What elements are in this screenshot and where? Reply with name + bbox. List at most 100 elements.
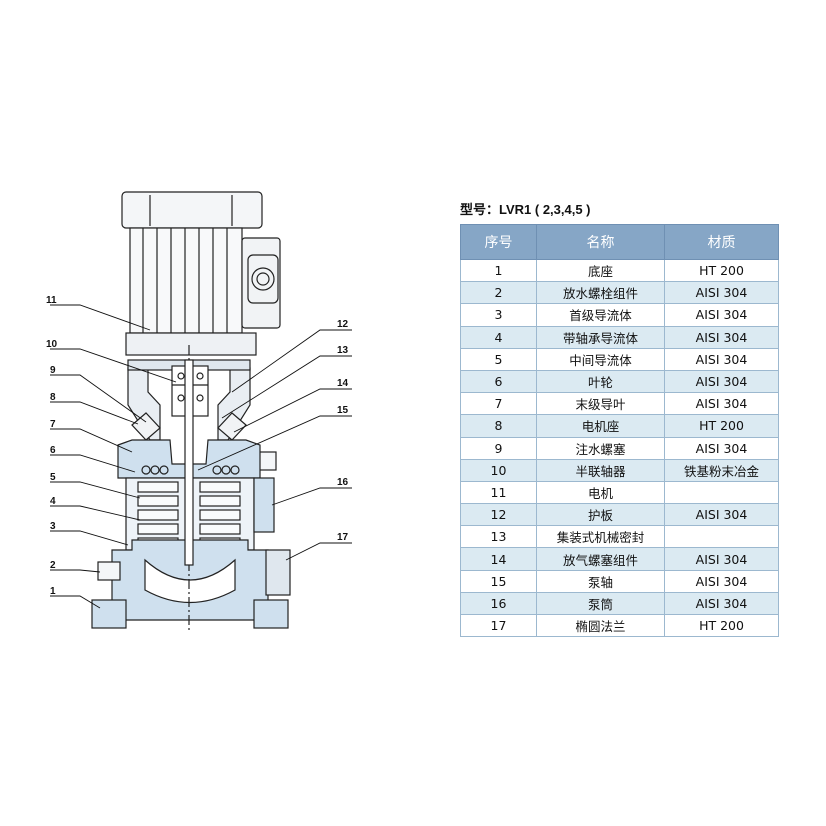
cell-number: 8 [460, 414, 537, 438]
callout-14: 14 [337, 378, 349, 389]
cell-name: 注水螺塞 [536, 436, 665, 460]
callout-3: 3 [50, 521, 56, 532]
callout-7: 7 [50, 419, 56, 430]
header-material: 材质 [664, 224, 779, 260]
cell-name: 电机座 [536, 414, 665, 438]
guard-plate [253, 477, 275, 533]
eye-holes [141, 465, 240, 475]
cell-material [664, 525, 779, 549]
cell-number: 3 [460, 303, 537, 327]
cell-number: 17 [460, 613, 537, 638]
cell-material: AISI 304 [664, 369, 779, 394]
cell-number: 1 [460, 258, 537, 283]
cell-number: 7 [460, 392, 537, 416]
cell-name: 护板 [536, 503, 665, 527]
callout-4: 4 [50, 496, 56, 507]
cell-material: AISI 304 [664, 303, 779, 327]
table-header-row: 序号 名称 材质 [460, 224, 779, 260]
cell-name: 带轴承导流体 [536, 325, 665, 349]
cell-name: 放气螺塞组件 [536, 547, 665, 571]
callout-8: 8 [50, 392, 56, 403]
callout-10: 10 [46, 339, 58, 350]
model-title: 型号：LVR1 ( 2,3,4,5 ) [460, 202, 591, 217]
cell-number: 12 [460, 503, 537, 527]
motor [121, 191, 281, 356]
cell-name: 椭圆法兰 [536, 613, 665, 638]
cell-name: 泵轴 [536, 569, 665, 593]
cell-number: 5 [460, 347, 537, 371]
cell-material: AISI 304 [664, 325, 779, 349]
cell-material: AISI 304 [664, 281, 779, 305]
cell-number: 16 [460, 591, 537, 616]
cell-number: 2 [460, 281, 537, 305]
callout-17: 17 [337, 532, 349, 543]
cell-number: 9 [460, 436, 537, 460]
cell-name: 底座 [536, 258, 665, 283]
cell-material: AISI 304 [664, 547, 779, 571]
cell-number: 11 [460, 480, 537, 505]
callout-5: 5 [50, 472, 56, 483]
header-name: 名称 [536, 224, 665, 260]
cell-material: AISI 304 [664, 347, 779, 371]
cell-material: AISI 304 [664, 436, 779, 460]
oval-flange [265, 549, 291, 596]
cell-name: 泵筒 [536, 591, 665, 616]
callout-2: 2 [50, 560, 56, 571]
cell-name: 放水螺栓组件 [536, 281, 665, 305]
drain-plug [97, 561, 121, 581]
header-number: 序号 [460, 224, 537, 260]
cell-number: 4 [460, 325, 537, 349]
cell-name: 首级导流体 [536, 303, 665, 327]
cell-number: 15 [460, 569, 537, 593]
pump-shaft [184, 359, 194, 566]
cell-name: 电机 [536, 480, 665, 505]
callout-12: 12 [337, 319, 349, 330]
cell-name: 集装式机械密封 [536, 525, 665, 549]
cell-number: 13 [460, 525, 537, 549]
callout-16: 16 [337, 477, 349, 488]
cell-material [664, 480, 779, 505]
cell-material: HT 200 [664, 613, 779, 638]
cell-name: 中间导流体 [536, 347, 665, 371]
cell-material: HT 200 [664, 414, 779, 438]
callouts: 1 2 3 4 5 6 7 8 9 10 11 12 13 14 15 16 1… [46, 295, 349, 597]
cell-number: 6 [460, 369, 537, 394]
callout-11: 11 [46, 295, 57, 306]
cell-material: HT 200 [664, 258, 779, 283]
cell-material: AISI 304 [664, 591, 779, 616]
cell-material: AISI 304 [664, 503, 779, 527]
cell-material: AISI 304 [664, 392, 779, 416]
cell-material: AISI 304 [664, 569, 779, 593]
callout-9: 9 [50, 365, 56, 376]
cell-name: 叶轮 [536, 369, 665, 394]
leader-lines [50, 304, 352, 609]
cell-number: 14 [460, 547, 537, 571]
callout-15: 15 [337, 405, 349, 416]
cell-material: 铁基粉末冶金 [664, 458, 779, 482]
callout-1: 1 [50, 586, 56, 597]
cell-name: 末级导叶 [536, 392, 665, 416]
callout-6: 6 [50, 445, 56, 456]
callout-13: 13 [337, 345, 349, 356]
plugs [131, 412, 277, 471]
